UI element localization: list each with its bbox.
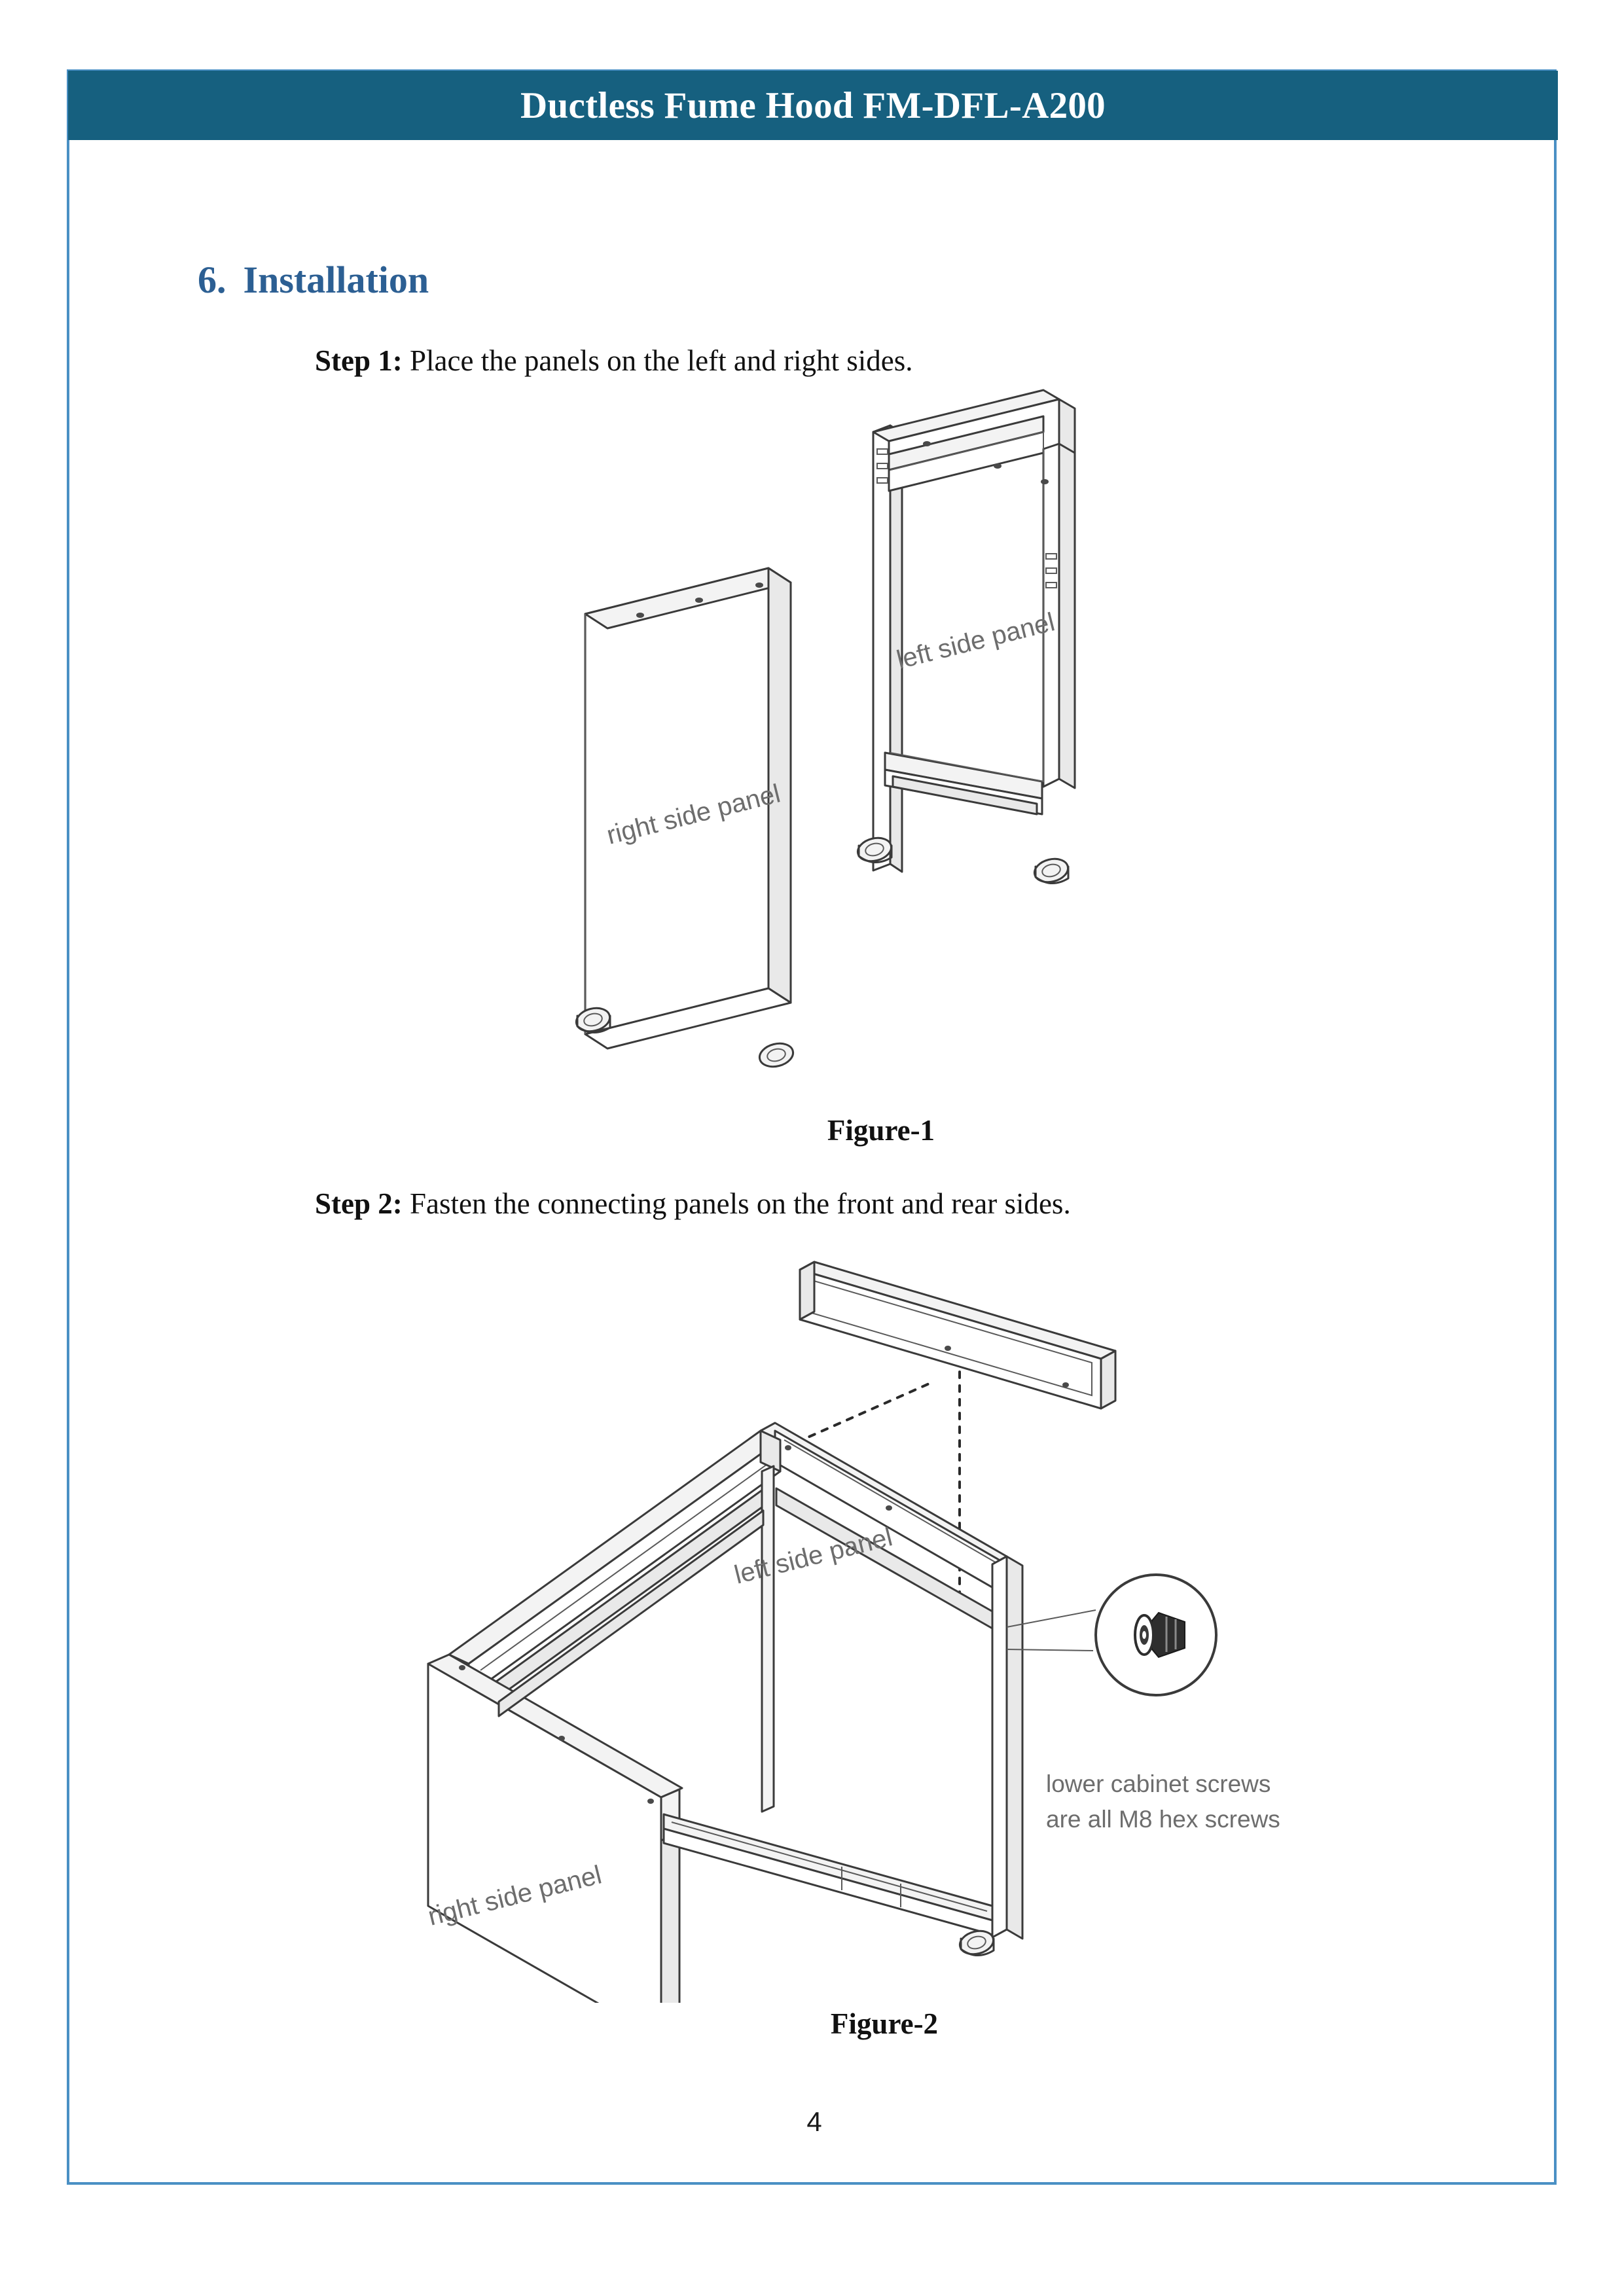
figure-1-illustration: right side panel — [495, 386, 1149, 1093]
caster-wheel — [958, 1929, 995, 1956]
step-1-text: Place the panels on the left and right s… — [402, 344, 913, 377]
section-title: Installation — [243, 259, 429, 301]
figure-2-caption: Figure-2 — [830, 2007, 939, 2040]
left-side-panel-label: left side panel — [732, 1522, 895, 1589]
section-number: 6. — [198, 259, 226, 301]
step-1-instruction: Step 1: Place the panels on the left and… — [315, 344, 913, 378]
left-side-panel-drawing: left side panel — [856, 389, 1076, 884]
caster-wheel — [856, 836, 893, 863]
screw-callout-line-1: lower cabinet screws — [1046, 1770, 1271, 1797]
step-2-text: Fasten the connecting panels on the fron… — [402, 1187, 1071, 1220]
figure-1-caption: Figure-1 — [827, 1114, 935, 1147]
page-frame: Ductless Fume Hood FM-DFL-A200 6. Instal… — [67, 69, 1558, 2185]
figure-2-illustration: left side panel right side panel — [384, 1244, 1352, 2003]
step-2-label: Step 2: — [315, 1187, 403, 1220]
left-side-panel-label: left side panel — [894, 607, 1058, 674]
screw-callout — [1006, 1573, 1218, 1696]
hex-screw-icon — [1134, 1611, 1185, 1659]
caster-wheel — [1033, 857, 1070, 884]
document-header-banner: Ductless Fume Hood FM-DFL-A200 — [68, 71, 1558, 140]
page-number: 4 — [806, 2106, 822, 2137]
document-title: Ductless Fume Hood FM-DFL-A200 — [520, 84, 1106, 126]
caster-wheel — [758, 1042, 795, 1068]
right-side-panel-drawing: right side panel — [575, 567, 795, 1068]
step-2-instruction: Step 2: Fasten the connecting panels on … — [315, 1187, 1071, 1221]
screw-callout-line-2: are all M8 hex screws — [1046, 1806, 1280, 1833]
connecting-panel-rail-drawing — [799, 1261, 1117, 1410]
cabinet-frame-drawing: left side panel right side panel — [425, 1422, 1024, 2003]
assembly-guide-lines — [783, 1371, 961, 1602]
section-heading: 6. Installation — [198, 258, 429, 302]
caster-wheel — [575, 1007, 611, 1033]
step-1-label: Step 1: — [315, 344, 403, 377]
